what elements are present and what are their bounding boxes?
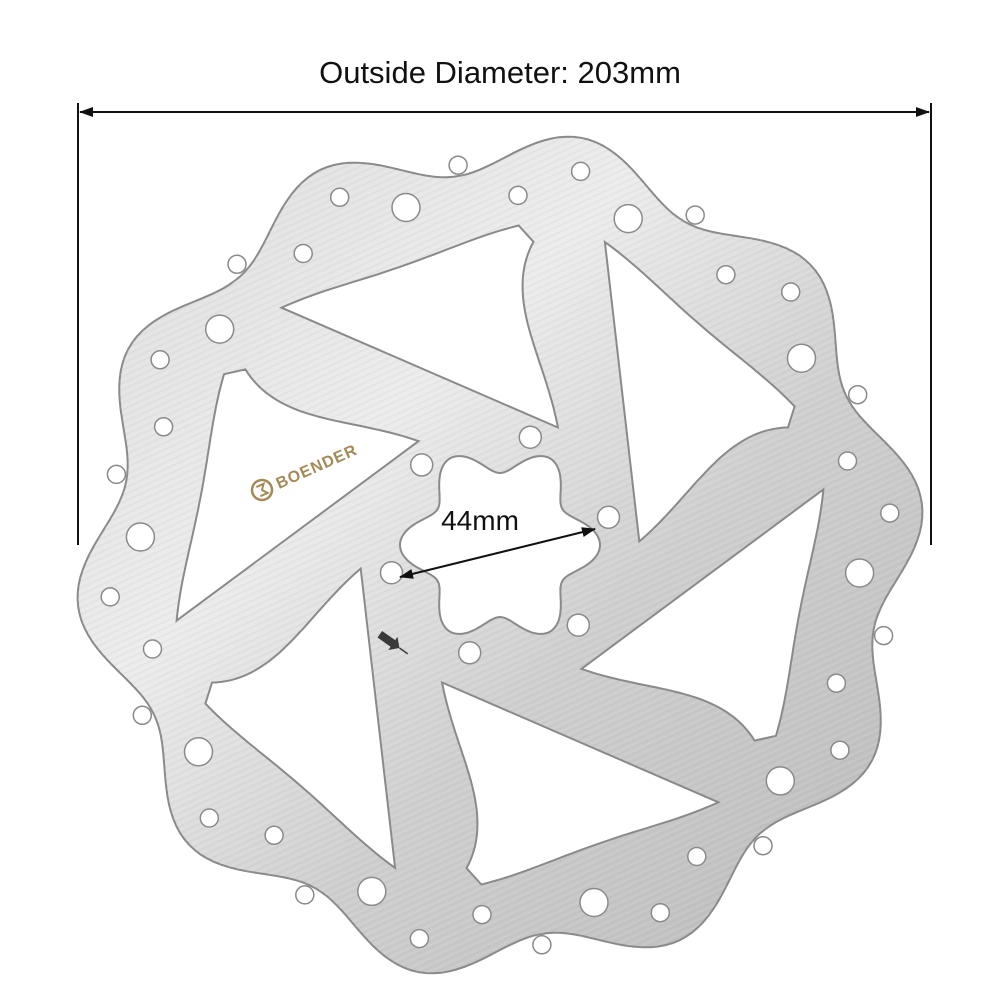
vent-hole	[293, 243, 313, 264]
outside-diameter-label: Outside Diameter: 203mm	[319, 55, 681, 90]
bolt-hole	[409, 453, 434, 477]
vent-hole	[579, 887, 609, 918]
vent-hole	[613, 203, 643, 234]
vent-hole	[199, 808, 220, 828]
vent-hole	[826, 673, 847, 693]
bolt-hole	[457, 641, 482, 665]
vent-hole	[409, 928, 430, 949]
vent-hole	[227, 254, 247, 275]
vent-hole	[448, 155, 468, 175]
vent-hole	[153, 417, 174, 437]
vent-hole	[100, 587, 120, 607]
vent-hole	[329, 187, 350, 208]
vent-hole	[532, 935, 552, 955]
spoke-cutout	[579, 487, 825, 742]
spoke-cutout	[603, 239, 796, 544]
inner-diameter-dimension: 44mm	[399, 505, 596, 579]
inner-diameter-arrow	[399, 527, 596, 579]
vent-hole	[847, 384, 868, 405]
vent-hole	[570, 161, 591, 182]
spoke-cutout	[204, 566, 397, 871]
vent-hole	[106, 464, 127, 485]
vent-hole	[150, 350, 170, 370]
rotor-spoke-cutouts	[175, 224, 825, 886]
vent-hole	[508, 185, 528, 206]
bolt-hole	[596, 505, 621, 530]
spoke-cutout	[175, 368, 421, 623]
vent-hole	[780, 282, 801, 302]
vent-hole	[753, 835, 773, 856]
vent-hole	[204, 314, 235, 344]
vent-hole	[391, 192, 421, 223]
bolt-hole	[379, 560, 404, 585]
vent-hole	[873, 625, 894, 646]
bolt-hole	[566, 613, 591, 637]
vent-hole	[264, 825, 284, 846]
rotor-bolt-holes	[379, 425, 621, 665]
vent-hole	[183, 737, 214, 767]
vent-hole	[716, 264, 736, 285]
spoke-cutout	[279, 224, 560, 430]
bolt-hole	[518, 425, 543, 449]
vent-hole	[765, 766, 796, 796]
vent-hole	[295, 885, 315, 905]
rotor-vent-holes	[100, 155, 900, 955]
vent-hole	[786, 343, 817, 373]
vent-hole	[837, 451, 858, 471]
vent-hole	[132, 705, 153, 726]
vent-hole	[142, 639, 163, 659]
spoke-cutout	[440, 680, 721, 886]
vent-hole	[844, 558, 875, 588]
brake-rotor	[76, 135, 924, 975]
vent-hole	[880, 503, 900, 523]
outside-diameter-dimension: Outside Diameter: 203mm	[77, 55, 932, 545]
vent-hole	[357, 876, 387, 907]
vent-hole	[125, 522, 156, 552]
vent-hole	[685, 205, 705, 225]
rotation-arrow-icon	[377, 630, 409, 655]
inner-diameter-label: 44mm	[441, 505, 519, 536]
vent-hole	[687, 846, 707, 867]
vent-hole	[830, 740, 850, 760]
brand-logo-icon	[250, 478, 274, 502]
vent-hole	[650, 902, 671, 923]
vent-hole	[472, 904, 492, 925]
